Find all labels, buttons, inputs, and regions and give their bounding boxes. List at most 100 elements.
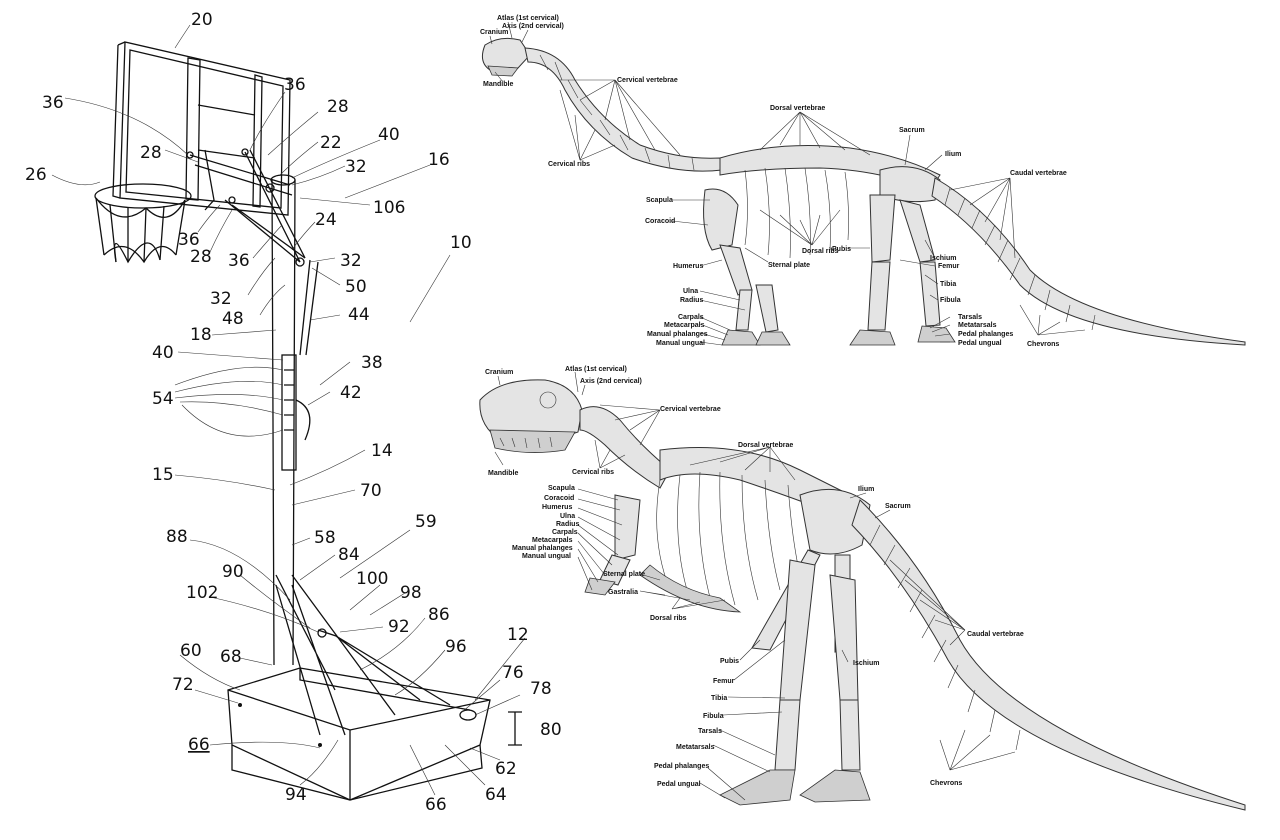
sauropod-label: Carpals [678,314,704,321]
sauropod-label: Tarsals [958,314,982,321]
theropod-label: Manual ungual [522,553,571,560]
theropod-label: Axis (2nd cervical) [580,378,642,385]
ref-number: 36 [42,93,64,113]
theropod-label: Cranium [485,369,513,376]
theropod-label: Cervical vertebrae [660,406,721,413]
ref-number: 14 [371,441,393,461]
ref-number: 16 [428,150,450,170]
theropod-label: Gastralia [608,589,638,596]
sauropod-label: Pedal ungual [958,340,1002,347]
ref-number: 40 [152,343,174,363]
hoop-drawing: 20 36 36 28 28 22 40 26 32 16 106 36 28 … [25,10,562,815]
ref-number: 66 [425,795,447,815]
ref-number: 100 [356,569,388,589]
ref-number: 68 [220,647,242,667]
ref-number: 78 [530,679,552,699]
theropod-label: Tarsals [698,728,722,735]
sauropod-label: Axis (2nd cervical) [502,23,564,30]
sauropod-label: Atlas (1st cervical) [497,15,559,22]
theropod-label: Dorsal vertebrae [738,442,793,449]
backboard [112,41,291,216]
ref-number: 12 [507,625,529,645]
sauropod-label: Ulna [683,288,698,295]
sauropod-label: Metacarpals [664,322,705,329]
theropod-label: Sternal plate [603,571,645,578]
theropod-label: Radius [556,521,579,528]
theropod-label: Sacrum [885,503,911,510]
sauropod-label: Pubis [832,246,851,253]
theropod-label: Humerus [542,504,572,511]
support-arms [186,148,306,267]
theropod-label: Tibia [711,695,727,702]
sauropod-label: Manual phalanges [647,331,708,338]
theropod-label: Caudal vertebrae [967,631,1024,638]
ref-number: 36 [178,230,200,250]
sauropod-label: Humerus [673,263,703,270]
ref-number: 106 [373,198,405,218]
ref-number: 44 [348,305,370,325]
braces [275,574,451,736]
base [227,667,522,801]
ref-number: 59 [415,512,437,532]
ref-number: 42 [340,383,362,403]
theropod-label: Mandible [488,470,518,477]
sauropod-label: Scapula [646,197,673,204]
ref-number: 94 [285,785,307,805]
theropod-label: Atlas (1st cervical) [565,366,627,373]
leader-lines [51,24,526,796]
sauropod-label: Coracoid [645,218,675,225]
sauropod-label: Femur [938,263,960,270]
sauropod-label: Dorsal ribs [802,248,839,255]
theropod-label: Pedal phalanges [654,763,709,770]
rim-net [94,183,192,264]
theropod-label: Carpals [552,529,578,536]
ref-number: 32 [345,157,367,177]
theropod-label: Ilium [858,486,874,493]
theropod-label: Metacarpals [532,537,573,544]
ref-number: 26 [25,165,47,185]
ref-number: 28 [190,247,212,267]
theropod-label: Fibula [703,713,724,720]
theropod-label: Chevrons [930,780,962,787]
theropod-label: Ischium [853,660,879,667]
sauropod-label: Radius [680,297,703,304]
sauropod-label: Dorsal vertebrae [770,105,825,112]
theropod-label: Femur [713,678,735,685]
sauropod-label: Pedal phalanges [958,331,1013,338]
sauropod-label: Ischium [930,255,956,262]
sauropod-label: Cervical vertebrae [617,77,678,84]
ref-number: 48 [222,309,244,329]
ref-number: 18 [190,325,212,345]
ref-number: 36 [228,251,250,271]
ref-number: 98 [400,583,422,603]
pole [270,174,319,666]
ref-number: 72 [172,675,194,695]
ref-number: 24 [315,210,337,230]
sauropod-label: Manual ungual [656,340,705,347]
theropod-label: Metatarsals [676,744,715,751]
ref-number: 92 [388,617,410,637]
ref-number: 62 [495,759,517,779]
theropod-label: Pubis [720,658,739,665]
theropod-label: Cervical ribs [572,469,614,476]
ref-number: 50 [345,277,367,297]
theropod-label: Ulna [560,513,575,520]
ref-number: 80 [540,720,562,740]
ref-number: 88 [166,527,188,547]
ref-number: 40 [378,125,400,145]
ref-number: 28 [327,97,349,117]
ref-number: 84 [338,545,360,565]
ref-number: 54 [152,389,174,409]
ref-number: 102 [186,583,218,603]
sauropod-label: Chevrons [1027,341,1059,348]
sauropod-label: Fibula [940,297,961,304]
theropod-label: Manual phalanges [512,545,573,552]
ref-number: 38 [361,353,383,373]
sauropod-label: Metatarsals [958,322,997,329]
sauropod-label: Cranium [480,29,508,36]
sauropod-label: Sacrum [899,127,925,134]
ref-number: 76 [502,663,524,683]
theropod-label: Dorsal ribs [650,615,687,622]
ref-number: 64 [485,785,507,805]
